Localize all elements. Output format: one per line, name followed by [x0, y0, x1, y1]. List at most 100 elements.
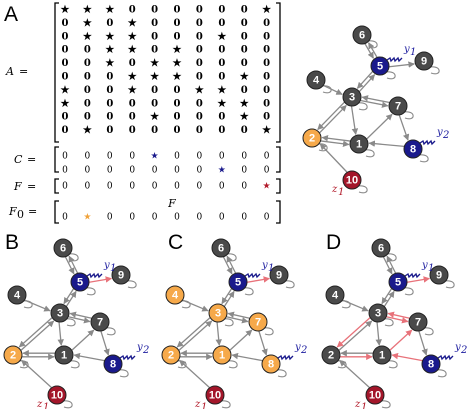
edge-8-1: [73, 352, 105, 362]
matrix-a-star: ★: [61, 85, 70, 96]
node-label-10: 10: [346, 174, 358, 186]
edge-3-2: [317, 101, 345, 131]
edge-3-2: [336, 317, 371, 348]
output-label-y2: y: [436, 127, 443, 138]
self-loop-7: [403, 111, 414, 120]
matrix-c-left-bracket: [54, 146, 59, 173]
matrix-a-zero: 0: [174, 112, 181, 123]
matrix-f-zero: 0: [197, 182, 203, 192]
self-loop-7: [263, 327, 274, 336]
matrix-f-equals: =: [27, 180, 36, 193]
matrix-c-zero: 0: [129, 166, 135, 176]
matrix-a-zero: 0: [151, 45, 158, 56]
node-10: [365, 385, 385, 405]
node-5: [370, 56, 390, 76]
matrix-a-star: ★: [195, 85, 204, 96]
matrix-a-star: ★: [83, 125, 92, 136]
self-loop-1: [364, 149, 375, 158]
edge-3-5: [223, 290, 235, 307]
output-squiggle-y2: [437, 354, 454, 361]
self-loop-1: [69, 360, 80, 369]
edge-7-3: [69, 311, 92, 319]
node-label-2: 2: [168, 349, 174, 361]
edge-3-2: [18, 317, 53, 348]
matrix-a-zero: 0: [196, 98, 203, 109]
matrix-a-zero: 0: [129, 5, 136, 16]
matrix-f-star: ★: [263, 182, 271, 192]
matrix-a-star: ★: [83, 31, 92, 42]
matrix-f-left-bracket: [54, 178, 59, 194]
node-10: [47, 385, 67, 405]
matrix-c-equals: =: [27, 153, 36, 166]
matrix-a-zero: 0: [241, 18, 248, 29]
node-label-10: 10: [369, 389, 381, 401]
self-loop-2: [176, 360, 187, 369]
output-label-sub-y2: 2: [300, 345, 307, 356]
matrix-a-zero: 0: [218, 72, 225, 83]
matrix-a-zero: 0: [218, 18, 225, 29]
matrix-f-right-bracket: [276, 178, 281, 194]
self-loop-3: [65, 318, 76, 327]
self-loop-5: [85, 287, 96, 296]
node-label-5: 5: [77, 276, 83, 288]
node-3: [50, 303, 70, 323]
matrix-a-zero: 0: [129, 125, 136, 136]
edge-10-2: [319, 143, 348, 173]
output-squiggle-y1: [244, 272, 261, 279]
matrix-a-right-bracket: [276, 2, 281, 143]
node-label-9: 9: [436, 269, 442, 281]
matrix-a-zero: 0: [84, 85, 91, 96]
node-label-6: 6: [378, 242, 384, 254]
matrix-a-zero: 0: [263, 112, 270, 123]
matrix-a-zero: 0: [129, 58, 136, 69]
edge-1-7: [366, 113, 393, 140]
matrix-c-star: ★: [151, 152, 159, 162]
node-4: [165, 285, 185, 305]
edge-6-5: [382, 256, 393, 275]
input-label-sub-z1: 1: [43, 402, 49, 409]
matrix-c-zero: 0: [85, 166, 91, 176]
matrix-a-zero: 0: [174, 18, 181, 29]
node-label-2: 2: [328, 349, 334, 361]
output-squiggle-y2: [419, 139, 436, 146]
node-1: [349, 134, 369, 154]
self-loop-10: [357, 185, 368, 194]
matrix-c-zero: 0: [62, 166, 68, 176]
node-label-1: 1: [61, 349, 67, 361]
node-label-3: 3: [57, 307, 63, 319]
edge-5-9: [89, 276, 113, 283]
edge-5-6: [386, 255, 397, 274]
matrix-a-zero: 0: [263, 45, 270, 56]
edge-6-5: [64, 256, 75, 275]
matrix-c-right-bracket: [276, 146, 281, 173]
panel-c-label: C: [168, 231, 183, 254]
matrix-a-zero: 0: [241, 85, 248, 96]
edge-7-8: [398, 114, 410, 141]
node-label-3: 3: [375, 307, 381, 319]
edge-5-9: [247, 276, 271, 283]
matrix-a-zero: 0: [218, 112, 225, 123]
edge-2-1: [320, 140, 350, 148]
edge-5-3: [63, 288, 75, 305]
matrix-c-name: C: [14, 153, 23, 166]
output-label-sub-y2: 2: [460, 345, 467, 356]
matrix-a-zero: 0: [241, 45, 248, 56]
matrix-a-zero: 0: [196, 45, 203, 56]
matrix-a-star: ★: [240, 98, 249, 109]
matrix-c-zero: 0: [264, 152, 270, 162]
matrix-a-star: ★: [128, 85, 137, 96]
node-label-8: 8: [428, 358, 434, 370]
self-loop-2: [18, 360, 29, 369]
matrix-a-zero: 0: [106, 18, 113, 29]
panel-d-label: D: [326, 231, 341, 254]
matrix-a-star: ★: [240, 72, 249, 83]
input-label-z1: z: [354, 399, 361, 409]
matrix-a-zero: 0: [196, 125, 203, 136]
node-3: [208, 303, 228, 323]
matrix-a-zero: 0: [218, 125, 225, 136]
self-loop-8: [418, 154, 429, 163]
self-loop-2: [336, 360, 347, 369]
edge-4-3: [323, 84, 343, 95]
